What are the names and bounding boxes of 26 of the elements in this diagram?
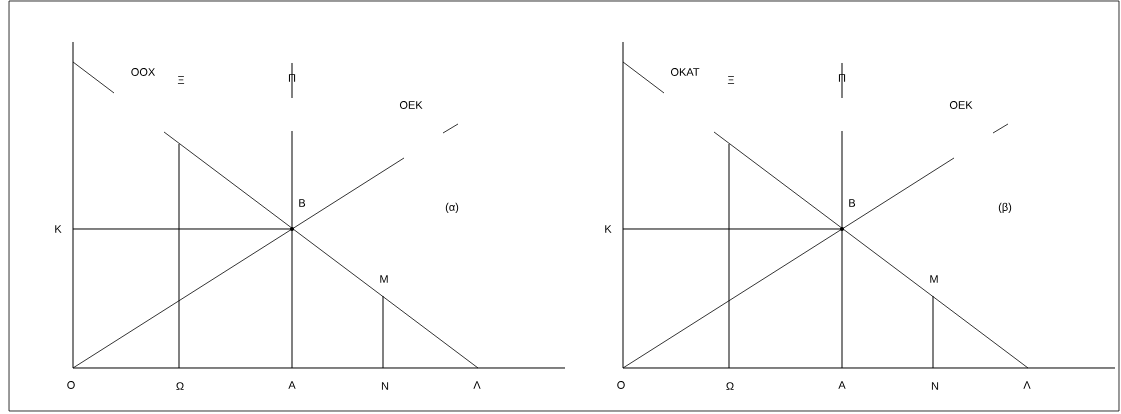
point-label: Μ [380, 275, 388, 283]
point-label: Μ [930, 275, 938, 283]
point-label: ΟΕΚ [399, 101, 423, 109]
point-label: Λ [473, 381, 481, 389]
point-label: Α [288, 381, 296, 389]
point-label: Β [849, 199, 856, 207]
point-label: Ν [381, 382, 389, 390]
point-label: Ω [726, 382, 734, 390]
point-label: Β [299, 199, 306, 207]
point-label: Ο [67, 381, 75, 389]
point-label: ΟΟΧ [131, 68, 155, 76]
point-label: (β) [998, 202, 1012, 214]
point-label: Λ [1023, 381, 1031, 389]
point-label: Ω [176, 382, 184, 390]
point-label: (α) [445, 202, 459, 214]
point-label: Α [838, 381, 846, 389]
point-label: Ο [617, 381, 625, 389]
point-label: Ν [931, 382, 939, 390]
point-label: ΟΕΚ [949, 101, 973, 109]
point-label: Π [288, 74, 296, 82]
point-label: Κ [55, 225, 62, 233]
point-label: Ξ [177, 76, 185, 84]
point-label: Κ [605, 225, 612, 233]
point-label: ΟΚΑΤ [670, 68, 700, 76]
point-label: Π [838, 74, 846, 82]
point-label: Ξ [727, 76, 735, 84]
